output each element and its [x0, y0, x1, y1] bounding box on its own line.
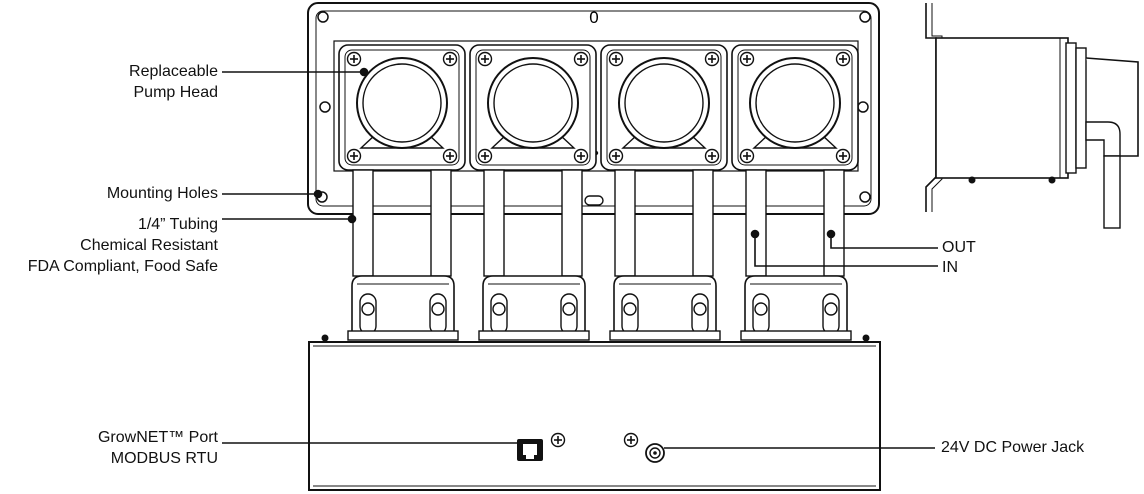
pump-head-label-line2: Pump Head — [133, 84, 219, 101]
pump-head-3 — [601, 45, 727, 276]
front-view — [308, 275, 881, 491]
pump-head-front-4 — [740, 275, 852, 341]
pump-housing — [308, 341, 881, 491]
mounting-hole — [319, 101, 331, 113]
tubing-label-line2: Chemical Resistant — [80, 237, 218, 254]
callout-lines — [222, 67, 938, 449]
pump-head-2 — [470, 45, 596, 276]
pump-head-front-3 — [609, 275, 721, 341]
side-view — [925, 3, 1139, 229]
mounting-hole — [857, 101, 869, 113]
top-view: 0 — [307, 2, 880, 276]
pump-head-front-1 — [347, 275, 459, 341]
tubing-label: 1/4” Tubing Chemical Resistant FDA Compl… — [28, 214, 218, 277]
power-jack-label: 24V DC Power Jack — [941, 439, 1085, 456]
pump-head-front-2 — [478, 275, 590, 341]
mounting-holes-label: Mounting Holes — [107, 183, 218, 204]
out-label: OUT — [942, 239, 976, 256]
grownet-port-label-line1: GrowNET™ Port — [97, 429, 218, 446]
pump-head-label-line1: Replaceable — [129, 63, 218, 80]
pump-head-4 — [732, 45, 858, 276]
tubing-label-line1: 1/4” Tubing — [137, 216, 218, 233]
power-jack — [645, 443, 665, 463]
mounting-hole — [859, 191, 871, 203]
grownet-port-label: GrowNET™ Port MODBUS RTU — [98, 427, 218, 469]
mounting-hole — [859, 11, 871, 23]
grownet-port-label-line2: MODBUS RTU — [110, 450, 218, 467]
tubing-label-line3: FDA Compliant, Food Safe — [27, 258, 218, 275]
center-slot — [584, 195, 604, 206]
in-label: IN — [942, 259, 958, 276]
grownet-port — [517, 439, 543, 461]
mounting-hole — [317, 11, 329, 23]
mounting-holes-label-line: Mounting Holes — [106, 185, 218, 202]
top-center-mark: 0 — [589, 8, 598, 27]
pump-head-1 — [339, 45, 465, 276]
pump-head-label: Replaceable Pump Head — [129, 61, 218, 103]
